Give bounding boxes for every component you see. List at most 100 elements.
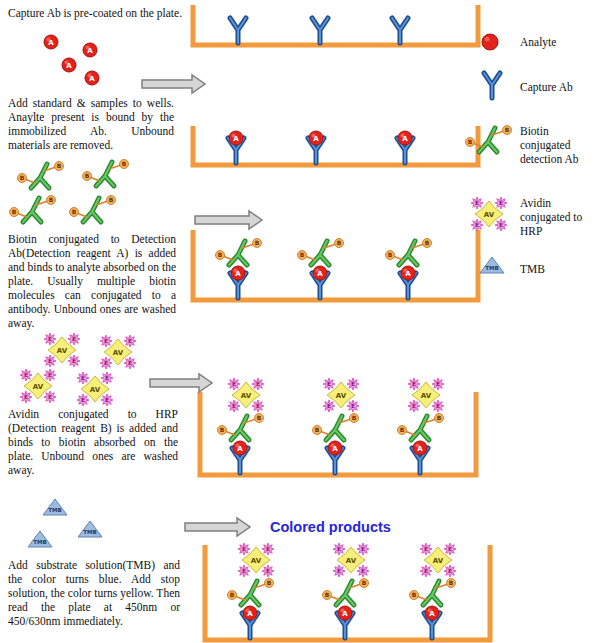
analyte-highlight (233, 268, 237, 272)
detection-antibody (231, 416, 249, 440)
icon-letter: A (342, 610, 347, 617)
icon-letter: AV (33, 383, 43, 390)
icon-letter: B (325, 592, 330, 598)
detection-antibody (423, 581, 441, 605)
detection-antibody-core (241, 581, 259, 605)
hrp-symbol (495, 219, 507, 231)
icon-letter: E (48, 372, 52, 378)
biotin-symbol (255, 414, 264, 423)
hrp-symbol (357, 543, 369, 555)
analyte-symbol (328, 441, 342, 455)
hrp-symbol (124, 335, 136, 347)
icon-letter: A (402, 135, 407, 142)
biotin-symbol (323, 591, 332, 600)
process-arrow (150, 374, 212, 392)
icon-letter: B (315, 427, 320, 433)
analyte-symbol (243, 606, 257, 620)
icon-letter: E (105, 375, 109, 381)
icon-letter: E (327, 381, 331, 387)
icon-letter: B (57, 163, 62, 169)
icon-letter: E (436, 403, 440, 409)
icon-letter: A (417, 445, 422, 452)
icon-letter: B (362, 580, 367, 586)
detection-antibody (241, 581, 259, 605)
biotin-symbol (10, 208, 19, 217)
analyte-highlight (427, 608, 431, 612)
biotin-symbol (55, 162, 64, 171)
analyte-symbol (85, 71, 99, 85)
analyte-highlight (245, 608, 249, 612)
icon-letter: A (66, 62, 71, 69)
hrp-symbol (444, 565, 456, 577)
capture-antibody-core (392, 18, 408, 43)
capture-antibody-core (312, 18, 328, 43)
biotin-symbol (313, 426, 322, 435)
biotin-symbol (218, 426, 227, 435)
icon-letter: E (361, 568, 365, 574)
hrp-symbol (323, 400, 335, 412)
icon-letter: B (85, 173, 90, 179)
step-description: Avidin conjugated to HRP (Detection reag… (8, 407, 178, 477)
icon-letter: E (72, 336, 76, 342)
icon-letter: A (317, 270, 322, 277)
icon-letter: AV (113, 349, 123, 356)
analyte-highlight (87, 73, 91, 77)
icon-letter: E (105, 397, 109, 403)
icon-letter: E (232, 381, 236, 387)
detection-antibody-core (326, 416, 344, 440)
capture-antibody-core (230, 18, 246, 43)
hrp-symbol (432, 378, 444, 390)
icon-letter: B (255, 240, 260, 246)
hrp-symbol (262, 565, 274, 577)
icon-letter: E (266, 546, 270, 552)
icon-letter: E (351, 381, 355, 387)
icon-letter: B (352, 415, 357, 421)
icon-letter: AV (241, 392, 251, 399)
hrp-symbol (68, 355, 80, 367)
legend-label: Avidin conjugated to HRP (520, 196, 588, 238)
analyte-symbol (231, 266, 245, 280)
icon-letter: B (72, 209, 77, 215)
icon-letter: B (49, 197, 54, 203)
hrp-symbol (252, 400, 264, 412)
analyte-highlight (311, 133, 315, 137)
icon-letter: A (313, 135, 318, 142)
analyte-highlight (340, 608, 344, 612)
analyte-symbol (313, 266, 327, 280)
icon-letter: B (412, 592, 417, 598)
analyte-symbol (233, 441, 247, 455)
analyte-highlight (315, 268, 319, 272)
icon-letter: E (48, 358, 52, 364)
icon-letter: E (424, 568, 428, 574)
icon-letter: AV (251, 557, 261, 564)
biotin-symbol (423, 239, 432, 248)
biotin-symbol (466, 138, 475, 147)
detection-antibody-core (399, 241, 417, 265)
step-description: Add substrate solution(TMB) and the colo… (8, 558, 180, 628)
step-description: Capture Ab is pre-coated on the plate. (8, 6, 183, 20)
biotin-symbol (70, 208, 79, 217)
analyte-symbol (482, 34, 498, 50)
detection-antibody (411, 416, 429, 440)
icon-letter: AV (57, 347, 67, 354)
icon-letter: E (351, 403, 355, 409)
hrp-symbol (44, 391, 56, 403)
icon-letter: E (412, 403, 416, 409)
detection-antibody-core (229, 241, 247, 265)
detection-antibody (83, 198, 101, 222)
icon-letter: B (300, 252, 305, 258)
microplate-well (193, 126, 478, 165)
icon-letter: E (256, 381, 260, 387)
biotin-symbol (228, 591, 237, 600)
detection-antibody-core (83, 198, 101, 222)
hrp-symbol (262, 543, 274, 555)
detection-antibody-core (336, 581, 354, 605)
icon-letter: E (104, 338, 108, 344)
icon-letter: E (256, 403, 260, 409)
icon-letter: A (87, 47, 92, 54)
hrp-symbol (101, 372, 113, 384)
hrp-symbol (77, 372, 89, 384)
icon-letter: A (235, 270, 240, 277)
legend-label: Capture Ab (520, 80, 592, 94)
